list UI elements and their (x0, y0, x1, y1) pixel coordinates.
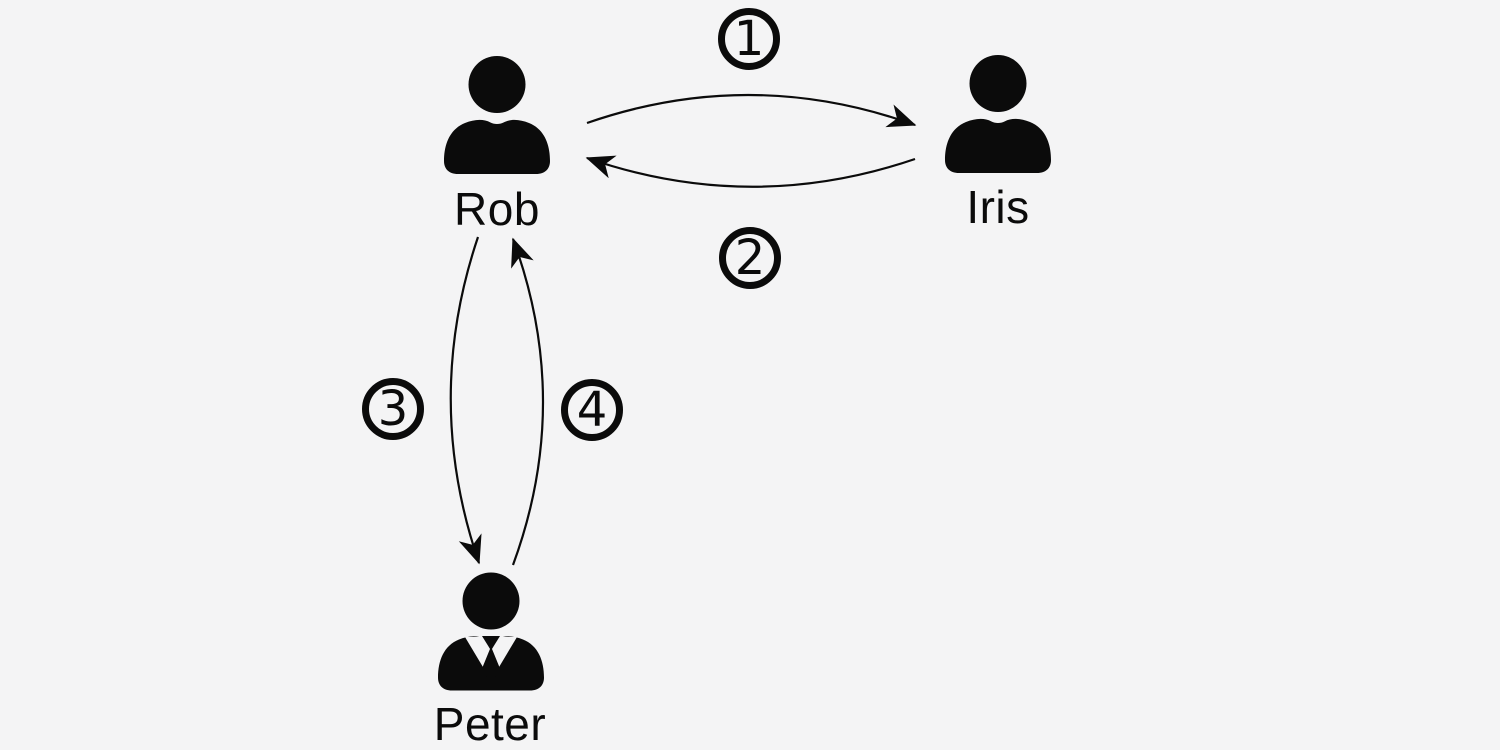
node-label-iris: Iris (966, 181, 1030, 233)
node-label-peter: Peter (433, 698, 547, 750)
node-label-rob: Rob (454, 183, 540, 235)
person-suit-icon-peter (438, 572, 544, 691)
edge-2-iris-to-rob (585, 155, 916, 188)
edge-4-peter-to-rob (511, 237, 545, 566)
edge-1-rob-to-iris (586, 93, 917, 128)
edge-order-badge-3: 3 (362, 378, 424, 440)
edge-order-badge-2: 2 (719, 227, 781, 289)
person-icon-iris (945, 55, 1051, 173)
edge-3-rob-to-peter (449, 236, 482, 565)
person-icon-rob (444, 56, 550, 174)
edge-order-badge-4: 4 (561, 379, 623, 441)
edge-order-badge-1: 1 (718, 8, 780, 70)
